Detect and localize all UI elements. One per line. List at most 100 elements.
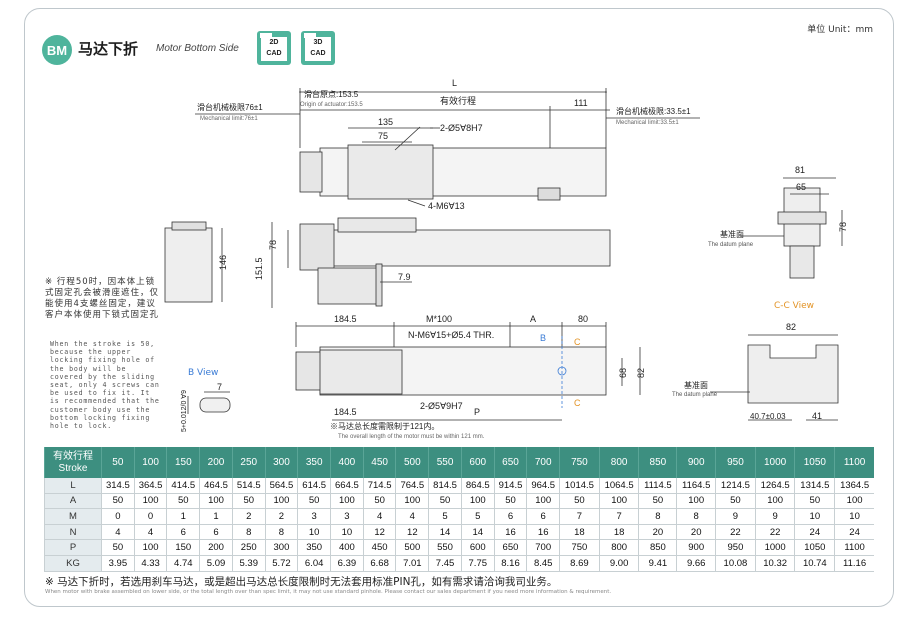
datum-cn: 基准面 bbox=[720, 229, 744, 239]
table-cell: 1214.5 bbox=[715, 478, 756, 494]
table-cell: 6.04 bbox=[297, 555, 331, 572]
dim-a: A bbox=[530, 314, 536, 324]
table-cell: 464.5 bbox=[199, 478, 233, 494]
table-cell: 800 bbox=[598, 539, 639, 556]
table-cell: 9.66 bbox=[676, 555, 716, 572]
table-cell: 100 bbox=[264, 493, 298, 510]
dim-75: 75 bbox=[378, 131, 388, 141]
table-cell: 8.69 bbox=[559, 555, 600, 572]
table-cell: 200 bbox=[199, 539, 233, 556]
motor-note-cn: ※马达总长度需限制于121内。 bbox=[330, 421, 439, 431]
label-b: B bbox=[540, 333, 546, 343]
table-cell: 314.5 bbox=[101, 478, 135, 494]
title-cn: 马达下折 bbox=[78, 40, 139, 58]
table-cell: 5 bbox=[460, 508, 495, 525]
table-cell: 4 bbox=[133, 524, 167, 541]
stroke-col: 600 bbox=[460, 447, 495, 478]
datum2-cn: 基准面 bbox=[684, 380, 708, 390]
table-cell: 8 bbox=[638, 508, 677, 525]
b-view-slot bbox=[199, 397, 231, 413]
origin-cn: 滑台原点:153.5 bbox=[304, 89, 359, 99]
stroke-col: 1100 bbox=[834, 447, 874, 478]
table-cell: 450 bbox=[362, 539, 396, 556]
table-cell: 7 bbox=[559, 508, 600, 525]
table-cell: 50 bbox=[297, 493, 331, 510]
table-cell: 50 bbox=[101, 493, 135, 510]
motor-bottom bbox=[317, 267, 381, 305]
stroke-col: 250 bbox=[231, 447, 266, 478]
table-cell: 414.5 bbox=[166, 478, 200, 494]
table-cell: 714.5 bbox=[362, 478, 396, 494]
dim-184-5-top: 184.5 bbox=[334, 314, 357, 324]
stroke-col: 850 bbox=[638, 447, 677, 478]
table-cell: 600 bbox=[460, 539, 495, 556]
table-cell: 6 bbox=[526, 508, 560, 525]
cad-3d-line2: CAD bbox=[310, 50, 326, 57]
table-cell: 3 bbox=[330, 508, 364, 525]
table-cell: 1114.5 bbox=[638, 478, 677, 494]
table-cell: 5.39 bbox=[231, 555, 266, 572]
table-cell: 100 bbox=[330, 493, 364, 510]
table-cell: 8 bbox=[676, 508, 716, 525]
table-cell: 550 bbox=[428, 539, 462, 556]
table-cell: 18 bbox=[559, 524, 600, 541]
mech-limit-left-en: Mechanical limit:76±1 bbox=[200, 116, 258, 122]
table-cell: 614.5 bbox=[297, 478, 331, 494]
table-cell: 11.16 bbox=[834, 555, 874, 572]
table-cell: 1014.5 bbox=[559, 478, 600, 494]
table-cell: 700 bbox=[526, 539, 560, 556]
dim-65: 65 bbox=[796, 182, 806, 192]
table-cell: 900 bbox=[676, 539, 716, 556]
cad-3d-line1: 3D bbox=[313, 39, 323, 46]
table-cell: 7 bbox=[598, 508, 639, 525]
dim-68: 68 bbox=[618, 368, 628, 378]
table-cell: 4.33 bbox=[133, 555, 167, 572]
b-view-label: B View bbox=[188, 368, 219, 378]
header-label-cn: 有效行程 bbox=[53, 450, 93, 462]
table-cell: 6.68 bbox=[362, 555, 396, 572]
row-label: KG bbox=[44, 555, 102, 572]
table-cell: 100 bbox=[133, 493, 167, 510]
table-cell: 6.39 bbox=[330, 555, 364, 572]
table-cell: 814.5 bbox=[428, 478, 462, 494]
table-cell: 1050 bbox=[794, 539, 835, 556]
table-cell: 12 bbox=[395, 524, 429, 541]
table-cell: 850 bbox=[638, 539, 677, 556]
table-cell: 9.41 bbox=[638, 555, 677, 572]
table-cell: 350 bbox=[297, 539, 331, 556]
stroke-col: 1050 bbox=[794, 447, 835, 478]
table-cell: 664.5 bbox=[330, 478, 364, 494]
dim-82-top: 82 bbox=[786, 322, 796, 332]
dim-78-end: 78 bbox=[838, 222, 848, 232]
table-cell: 5 bbox=[428, 508, 462, 525]
table-cell: 20 bbox=[638, 524, 677, 541]
cc-section bbox=[747, 344, 839, 404]
table-cell: 20 bbox=[676, 524, 716, 541]
table-cell: 50 bbox=[101, 539, 135, 556]
table-cell: 10.32 bbox=[754, 555, 795, 572]
table-cell: 514.5 bbox=[231, 478, 266, 494]
table-cell: 50 bbox=[794, 493, 835, 510]
stroke-col: 350 bbox=[297, 447, 331, 478]
dim-7-9: 7.9 bbox=[398, 272, 411, 282]
table-cell: 100 bbox=[395, 493, 429, 510]
table-cell: 100 bbox=[834, 493, 874, 510]
table-cell: 500 bbox=[395, 539, 429, 556]
table-cell: 100 bbox=[754, 493, 795, 510]
stroke-col: 800 bbox=[598, 447, 639, 478]
footer-note-en: When motor with brake assembled on lower… bbox=[45, 589, 612, 595]
table-cell: 9 bbox=[715, 508, 756, 525]
cad-3d-button[interactable]: 3D CAD bbox=[301, 31, 335, 65]
table-cell: 2 bbox=[264, 508, 298, 525]
stroke-note-cn: ※ 行程50时，因本体上锁式固定孔会被滑座遮住，仅能使用4支螺丝固定，建议客户本… bbox=[45, 277, 160, 320]
table-cell: 250 bbox=[231, 539, 266, 556]
table-cell: 8 bbox=[264, 524, 298, 541]
sensor-block bbox=[537, 187, 561, 201]
